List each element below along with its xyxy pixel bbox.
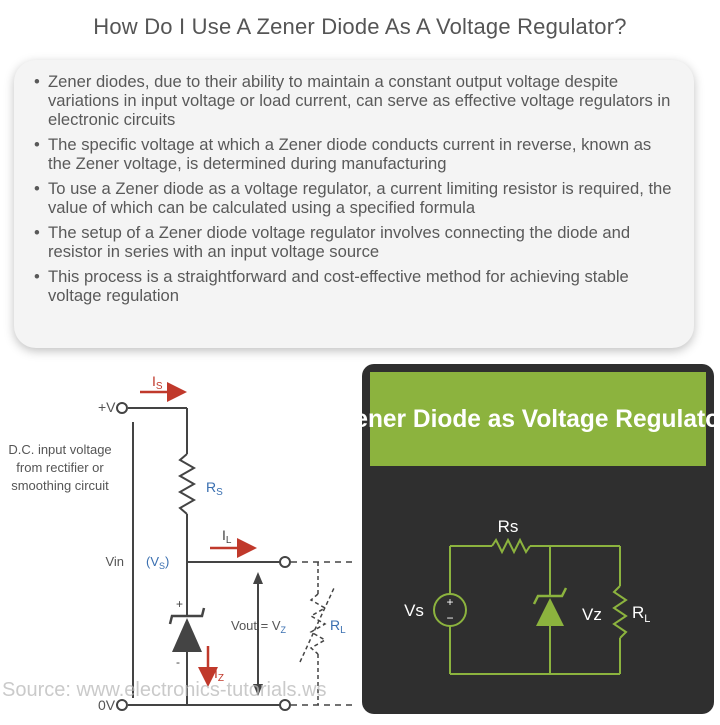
terminals: [116, 402, 291, 711]
card-header-title: Zener Diode as Voltage Regulator: [362, 406, 714, 433]
rl-load-resistor: [299, 562, 335, 705]
source-watermark: Source: www.electronics-tutorials.ws: [2, 679, 327, 701]
input-caption-line: smoothing circuit: [11, 478, 109, 493]
schematic-wires: [128, 407, 280, 706]
iz-label: IZ: [214, 665, 224, 684]
source-minus: −: [446, 611, 453, 625]
bullet-list: Zener diodes, due to their ability to ma…: [14, 60, 694, 305]
vin-label: Vin: [105, 554, 124, 569]
bullet-item: To use a Zener diode as a voltage regula…: [34, 179, 676, 217]
card-zener-symbol: [532, 587, 568, 626]
vout-label: Vout = VZ: [231, 618, 287, 635]
zener-diode-symbol: [168, 607, 206, 652]
bullet-item: This process is a straightforward and co…: [34, 267, 676, 305]
card-wires: [449, 537, 628, 675]
zener-regulator-schematic: +V 0V D.C. input voltage from rectifier …: [0, 362, 360, 720]
page-title: How Do I Use A Zener Diode As A Voltage …: [93, 14, 627, 39]
card-header: [370, 372, 706, 466]
input-caption-line: from rectifier or: [16, 460, 104, 475]
source-plus: +: [446, 595, 453, 609]
zener-minus-sign: -: [176, 655, 180, 669]
summary-card: Zener diodes, due to their ability to ma…: [14, 60, 694, 348]
bullet-item: The specific voltage at which a Zener di…: [34, 135, 676, 173]
bullet-item: The setup of a Zener diode voltage regul…: [34, 223, 676, 261]
card-rl-label: RL: [632, 603, 650, 625]
card-svg: Zener Diode as Voltage Regulator + −: [362, 372, 714, 675]
vout-arrowheads: [253, 572, 263, 696]
schematic-svg: +V 0V D.C. input voltage from rectifier …: [2, 373, 355, 713]
rs-resistor: [177, 453, 197, 515]
input-caption-line: D.C. input voltage: [8, 442, 111, 457]
zener-plus-sign: +: [176, 597, 183, 611]
zener-regulator-card: Zener Diode as Voltage Regulator + −: [362, 364, 714, 714]
is-label: IS: [152, 373, 163, 392]
card-vs-label: Vs: [404, 601, 424, 620]
il-label: IL: [222, 527, 232, 546]
zero-v-label: 0V: [98, 697, 116, 713]
rl-label: RL: [330, 617, 346, 636]
bullet-item: Zener diodes, due to their ability to ma…: [34, 72, 676, 129]
card-rs-label: Rs: [498, 517, 519, 536]
vs-label: (VS): [146, 554, 169, 571]
current-arrows: [140, 382, 257, 687]
plus-v-label: +V: [98, 399, 116, 415]
voltage-source-symbol: + −: [433, 593, 467, 627]
card-vz-label: Vz: [582, 605, 602, 624]
rs-label: RS: [206, 479, 223, 498]
